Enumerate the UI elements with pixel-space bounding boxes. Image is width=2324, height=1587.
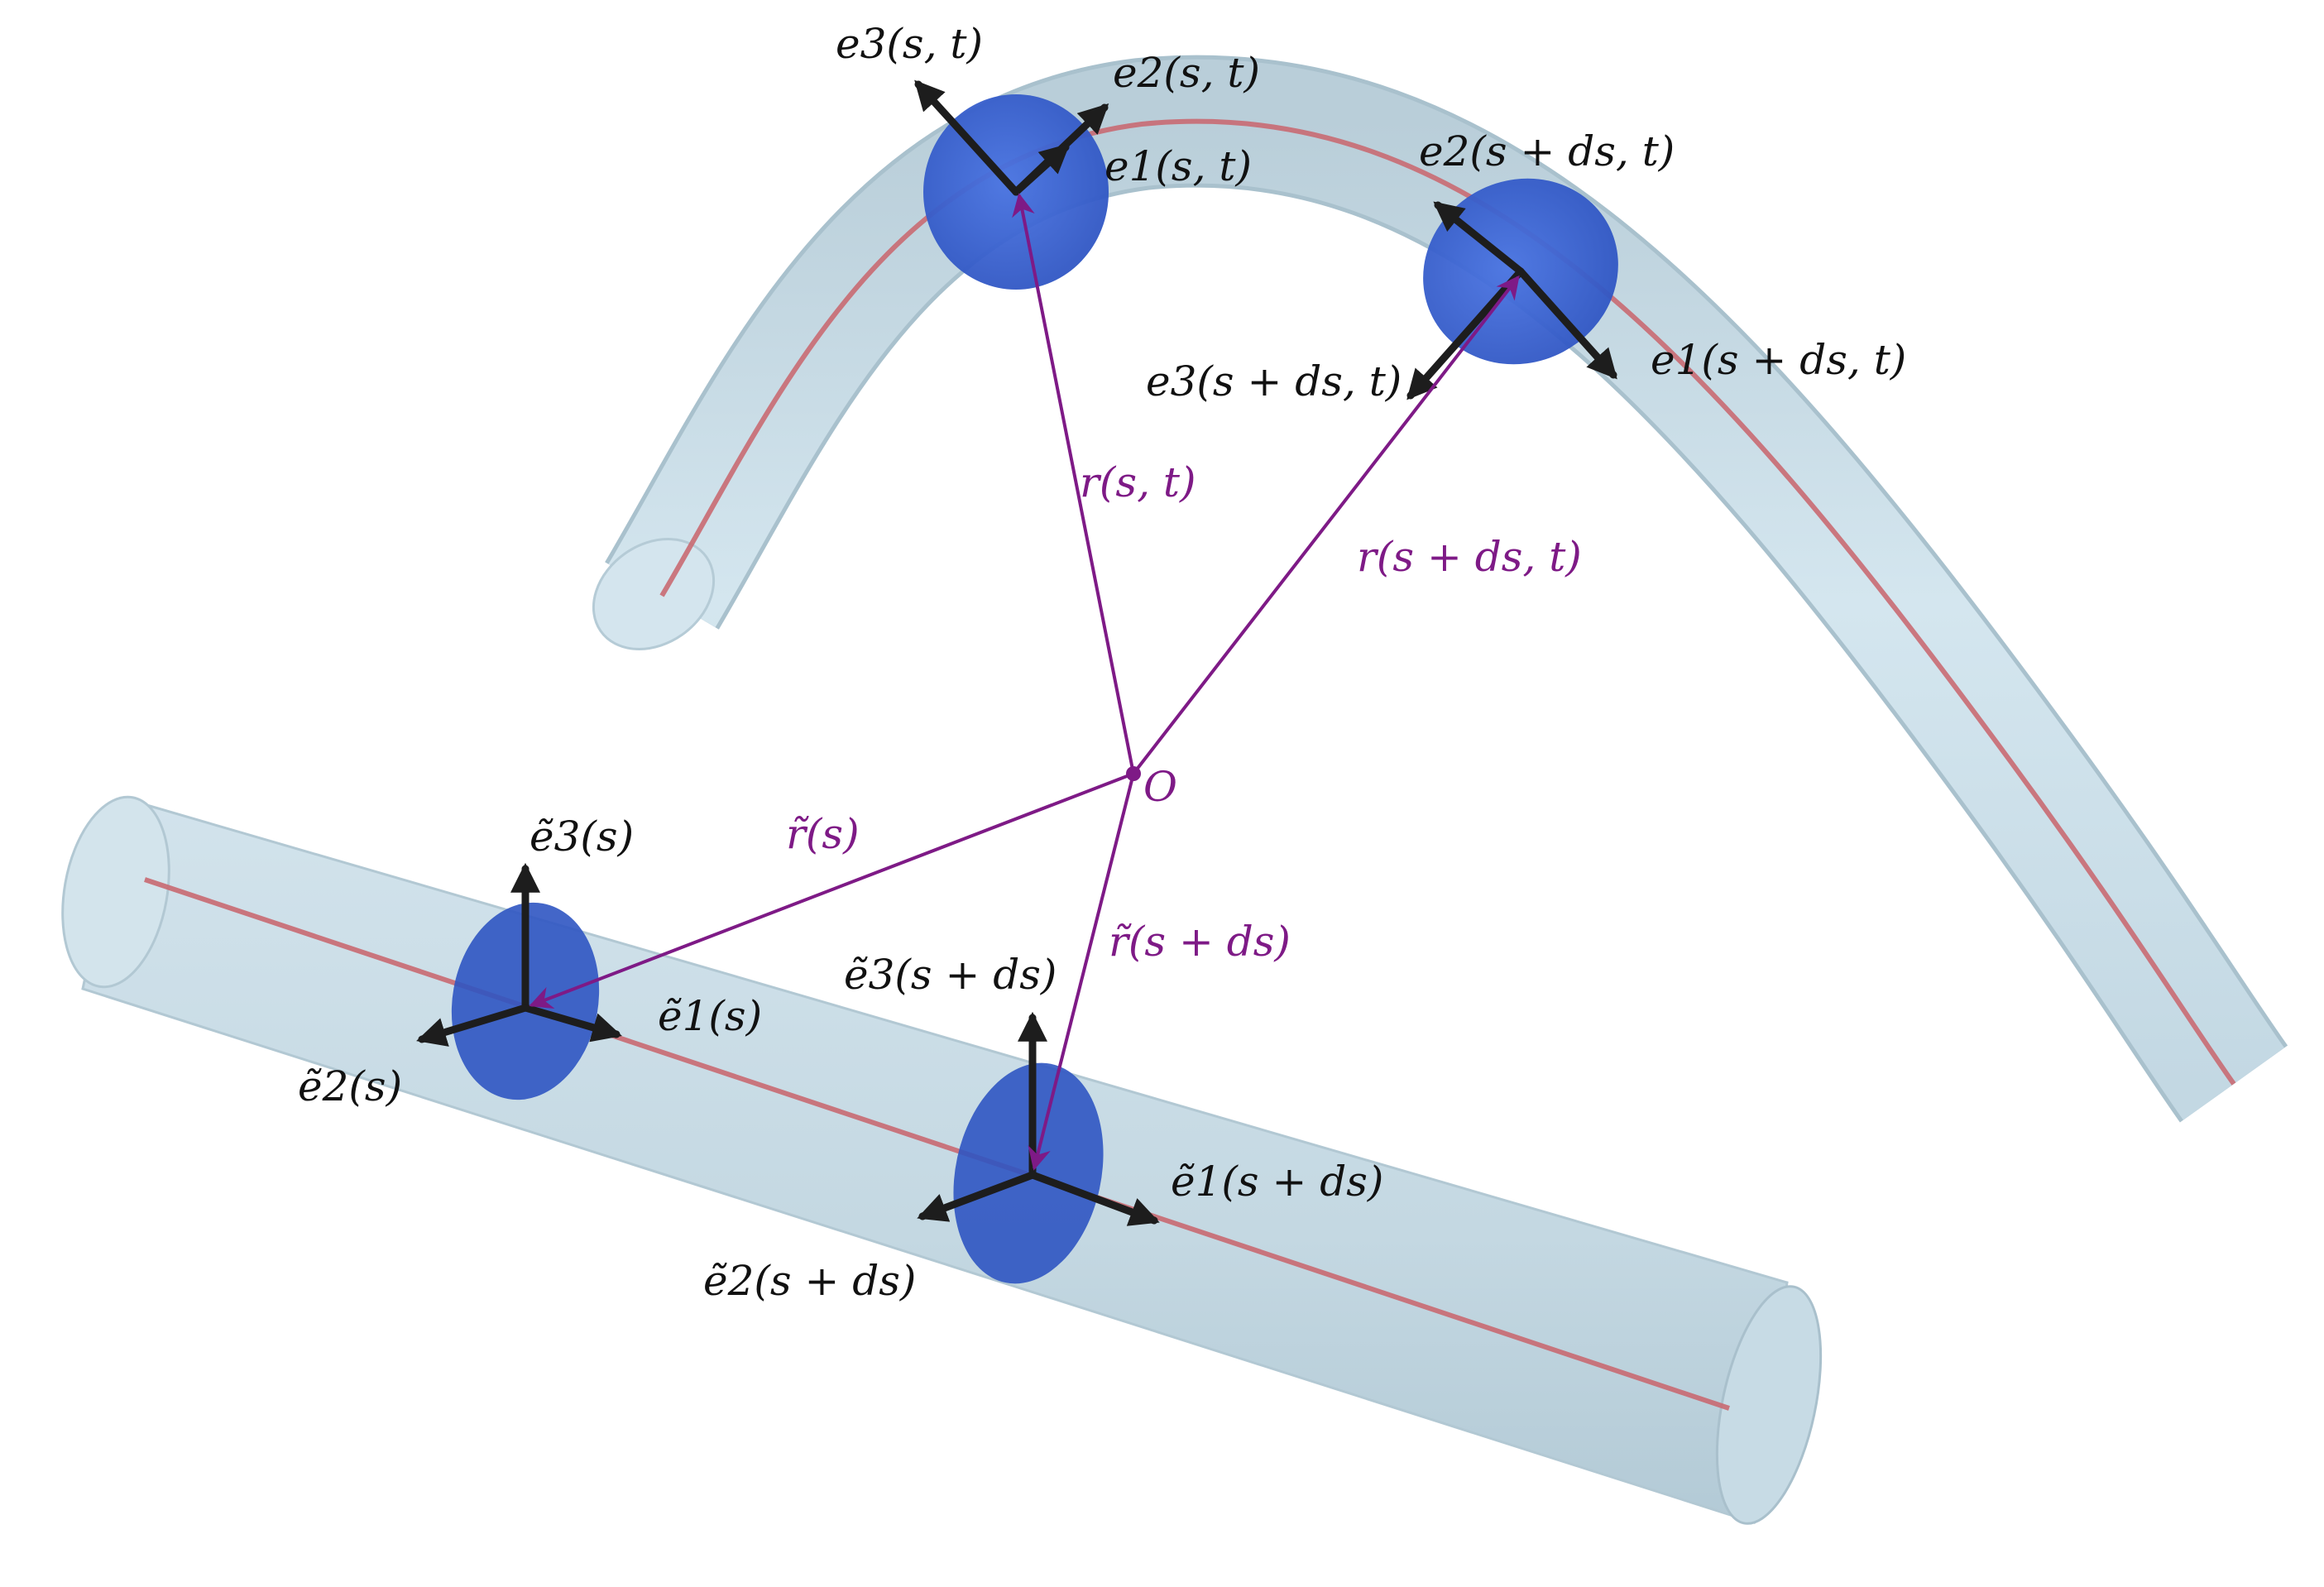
- et2-s-label: ẽ2(s): [298, 1062, 402, 1110]
- rt-s-label: r̃(s): [786, 810, 860, 858]
- origin-label: O: [1143, 763, 1177, 811]
- labels: O r(s, t) r(s + ds, t) r̃(s) r̃(s + ds) …: [298, 20, 1906, 1305]
- et3-sds-label: ẽ3(s + ds): [844, 951, 1057, 999]
- reference-rod: [61, 795, 1823, 1525]
- et1-sds-arrow: [1028, 1171, 1160, 1226]
- rt-sds-vector: [1028, 773, 1135, 1171]
- e1-sdst-label: e1(s + ds, t): [1651, 336, 1906, 384]
- frame-deformed-s: [914, 79, 1109, 196]
- position-vectors: [529, 193, 1520, 1171]
- r-st-label: r(s, t): [1080, 458, 1196, 506]
- rt-sds-label: r̃(s + ds): [1109, 918, 1291, 966]
- r-sdst-label: r(s + ds, t): [1357, 533, 1582, 581]
- et2-sds-label: ẽ2(s + ds): [703, 1257, 916, 1305]
- e3-sdst-label: e3(s + ds, t): [1146, 357, 1402, 405]
- deformed-rod: [592, 55, 2288, 1123]
- reference-rod-centerline: [144, 877, 1730, 1411]
- rt-s-vector: [529, 772, 1134, 1009]
- e1-st-label: e1(s, t): [1104, 142, 1252, 190]
- r-st-vector: [1012, 193, 1135, 774]
- reference-rod-right-end: [1715, 1285, 1823, 1525]
- e1-st-arrow: [1012, 143, 1071, 196]
- et1-s-label: ẽ1(s): [658, 992, 762, 1040]
- et2-sds-arrow: [917, 1171, 1037, 1222]
- et1-sds-label: ẽ1(s + ds): [1171, 1158, 1383, 1206]
- et2-s-arrow: [416, 1004, 529, 1047]
- reference-rod-left-cap: [61, 795, 170, 989]
- deformed-rod-end-cap: [592, 538, 716, 650]
- et3-s-label: ẽ3(s): [529, 813, 634, 861]
- r-sdst-vector: [1132, 275, 1520, 775]
- e3-st-arrow: [914, 79, 1020, 196]
- e2-sdst-arrow: [1433, 201, 1525, 276]
- origin-dot-icon: [1126, 766, 1141, 781]
- reference-rod-body: [81, 797, 1789, 1524]
- e3-st-label: e3(s, t): [836, 20, 983, 68]
- frame-reference-s: [416, 862, 622, 1047]
- et1-s-arrow: [521, 1004, 622, 1043]
- e1-sdst-arrow: [1517, 267, 1617, 380]
- e2-sdst-label: e2(s + ds, t): [1419, 127, 1675, 175]
- e2-st-label: e2(s, t): [1113, 49, 1260, 97]
